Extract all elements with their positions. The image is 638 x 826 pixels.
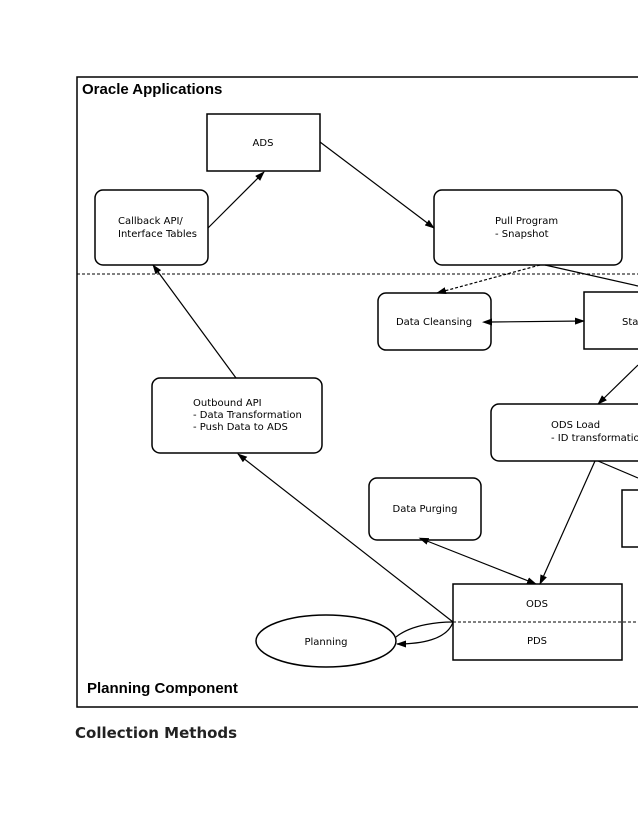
- arrow-cleansing-staging: [482, 317, 585, 326]
- region-label-oracle-applications: Oracle Applications: [82, 81, 222, 98]
- region-label-planning-component: Planning Component: [87, 680, 238, 697]
- node-ods-load-line2: - ID transformation: [551, 433, 638, 444]
- diagram-frame: [76, 76, 638, 708]
- arrow-pull-to-cleansing: [436, 264, 541, 295]
- arrow-pds-to-planning: [396, 621, 454, 648]
- arrow-pds-to-outbound-api: [237, 453, 454, 623]
- node-ods-label: ODS: [526, 599, 548, 610]
- node-outbound-api: Outbound API - Data Transformation - Pus…: [151, 377, 323, 454]
- figure-caption: Collection Methods: [75, 724, 238, 742]
- node-ods-pds: ODS PDS: [452, 583, 638, 661]
- node-outbound-api-line1: Outbound API: [193, 398, 262, 409]
- line-pull-to-staging: [544, 264, 638, 287]
- node-ads: ADS: [206, 113, 321, 172]
- node-outbound-api-line2: - Data Transformation: [193, 410, 302, 421]
- arrow-ods-load-to-ods: [539, 460, 596, 585]
- node-callback-api: Callback API/ Interface Tables: [94, 189, 209, 266]
- arrow-ads-to-pull-program: [319, 141, 435, 229]
- node-ads-label: ADS: [253, 138, 274, 149]
- node-pull-program: Pull Program - Snapshot: [433, 189, 623, 266]
- node-data-cleansing: Data Cleansing: [377, 292, 492, 351]
- node-unlabeled-right: [621, 489, 638, 548]
- node-ods-load-line1: ODS Load: [551, 420, 600, 431]
- node-staging: Sta: [583, 291, 638, 350]
- node-callback-api-line1: Callback API/: [118, 216, 183, 227]
- node-data-purging: Data Purging: [368, 477, 482, 541]
- node-ods-load: ODS Load - ID transformation: [490, 403, 638, 462]
- node-staging-label: Sta: [622, 317, 638, 328]
- node-data-cleansing-label: Data Cleansing: [396, 317, 472, 328]
- node-pull-program-line2: - Snapshot: [495, 229, 549, 240]
- arrow-outbound-to-callback: [152, 264, 237, 379]
- arrow-purging-ods: [418, 537, 537, 585]
- node-planning: Planning: [255, 614, 397, 668]
- arrow-planning-pds-loop: [395, 621, 454, 638]
- node-pds-label: PDS: [527, 636, 547, 647]
- line-ods-load-to-right: [597, 460, 638, 479]
- node-outbound-api-line3: - Push Data to ADS: [193, 422, 288, 433]
- arrow-callback-to-ads: [207, 171, 265, 229]
- node-callback-api-line2: Interface Tables: [118, 229, 197, 240]
- node-data-purging-label: Data Purging: [393, 504, 458, 515]
- node-planning-label: Planning: [304, 637, 347, 648]
- node-pull-program-line1: Pull Program: [495, 216, 558, 227]
- arrow-staging-to-ods-load: [597, 364, 638, 405]
